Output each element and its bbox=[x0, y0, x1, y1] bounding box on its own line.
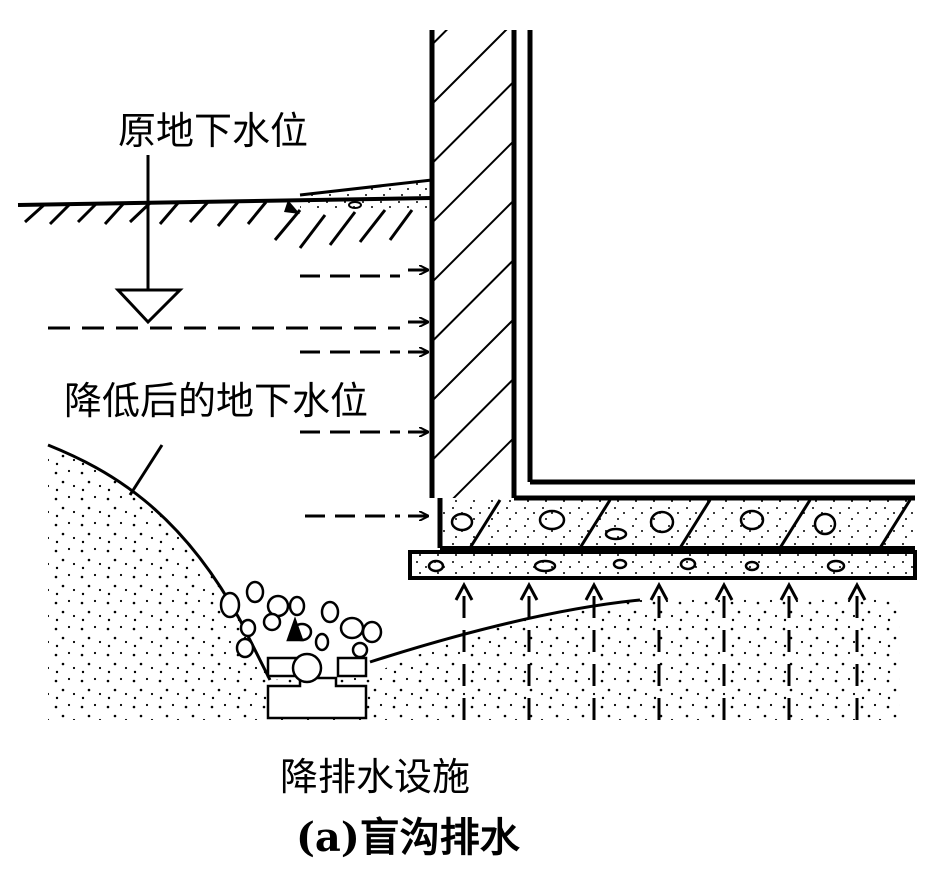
cushion-layer bbox=[408, 550, 917, 580]
ground-surface bbox=[17, 178, 433, 249]
concrete-floor-slab bbox=[437, 498, 915, 550]
blind-ditch bbox=[219, 580, 383, 720]
lateral-water-pressure-arrows bbox=[300, 270, 428, 516]
drainage-facility-label: 降排水设施 bbox=[280, 755, 471, 799]
retaining-wall bbox=[429, 30, 915, 501]
original-water-level-indicator bbox=[114, 155, 184, 325]
uplift-pressure-arrows bbox=[454, 581, 867, 720]
figure-caption: (a)盲沟排水 bbox=[296, 814, 520, 861]
original-water-level-label: 原地下水位 bbox=[118, 109, 309, 153]
lowered-water-level-label: 降低后的地下水位 bbox=[64, 379, 369, 423]
